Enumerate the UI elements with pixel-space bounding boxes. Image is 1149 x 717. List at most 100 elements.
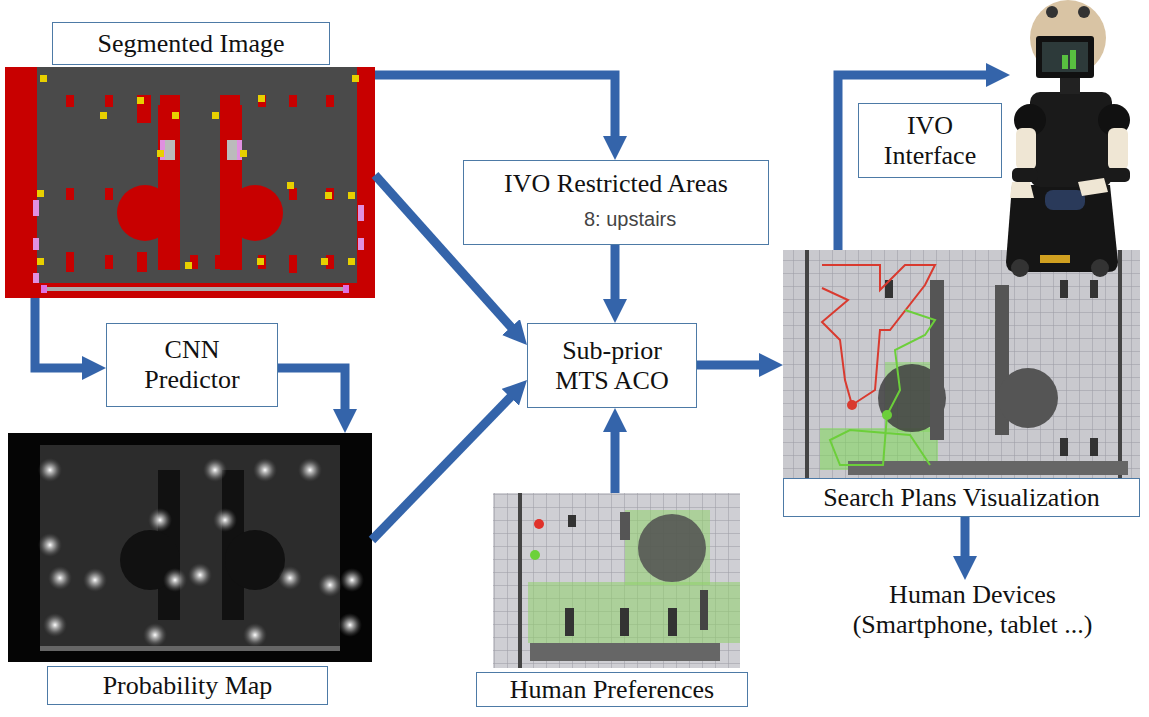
segmented-image-part-part: [348, 192, 355, 199]
robot-illustration-part: [1040, 255, 1070, 263]
probability-map-part-part: [188, 563, 212, 587]
node-label: Human Devices (Smartphone, tablet ...): [823, 580, 1123, 640]
segmented-image-part-part: [33, 273, 39, 283]
search-plans-map-part: [998, 368, 1058, 428]
flow-arrow: [611, 430, 620, 493]
segmented-image-part-part: [289, 255, 297, 273]
probability-map-part-part: [340, 568, 364, 592]
probability-map-part-part: [203, 458, 227, 482]
probability-map-part-part: [298, 458, 322, 482]
segmented-image-part-part: [258, 255, 266, 269]
search-plans-map-part: [822, 265, 935, 405]
image-panel: Segmented Image: [5, 22, 375, 298]
preferences-map-part: [493, 493, 740, 668]
segmented-image-part-part: [137, 97, 144, 104]
segmented-image-part-part: [172, 112, 179, 119]
search-plans-map-part: [1060, 280, 1068, 298]
search-plans-map-part: [805, 250, 809, 478]
robot-illustration-part: [1104, 168, 1130, 182]
robot-illustration-part: [1011, 259, 1029, 277]
probability-map-part: [120, 470, 285, 620]
segmented-image-part-part: [105, 95, 113, 107]
segmented-image-part-part: [157, 150, 164, 157]
node-label: Probability Map: [103, 671, 273, 701]
label-box: Human Preferences: [476, 672, 748, 707]
segmented-image-part-part: [185, 262, 192, 269]
segmented-image-part-part: [40, 75, 47, 82]
robot-panel: IVO Interface: [1010, 0, 1145, 270]
preferences-map-part: [620, 512, 630, 540]
process-box: Sub-prior MTS ACO: [527, 323, 697, 408]
preferences-map-part: [638, 514, 706, 582]
segmented-image-part-part: [105, 255, 113, 269]
process-box: IVO Restricted Areas8: upstairs: [463, 160, 769, 245]
segmented-image-part-part: [289, 95, 297, 107]
robot-illustration-part: [1046, 6, 1058, 18]
node-label: CNN Predictor: [127, 335, 257, 395]
search-plans-map-part: [1090, 438, 1098, 456]
probability-map-part-part: [213, 508, 237, 532]
robot-illustration-part: [1042, 42, 1088, 72]
segmented-image-part: [45, 287, 345, 291]
probability-map-part-part: [38, 458, 62, 482]
robot-illustration-part: [1030, 92, 1112, 187]
probability-map-part-part: [148, 508, 172, 532]
segmented-image-part-part: [137, 252, 147, 272]
probability-map-part: [38, 458, 364, 647]
node-label: IVO Interface: [870, 111, 990, 171]
preferences-map-part: [530, 643, 720, 661]
probability-map-part: [40, 445, 340, 650]
search-plans-map-part: [783, 250, 1140, 478]
segmented-image-part-part: [321, 258, 328, 265]
flow-arrow: [278, 368, 345, 411]
segmented-image-part-part: [212, 112, 219, 119]
preferences-map-part: [493, 493, 740, 668]
segmented-image-part-part: [227, 185, 283, 241]
search-plans-map-part: [1090, 280, 1098, 298]
robot-illustration-part: [1070, 50, 1076, 69]
search-plans-map-part: [783, 250, 1140, 478]
search-plans-map-part: [848, 461, 1128, 475]
node-label: Search Plans Visualization: [823, 483, 1100, 513]
preferences-map-part: [528, 582, 740, 643]
probability-map-part-part: [83, 568, 107, 592]
segmented-image-part-part: [358, 238, 364, 250]
probability-map-part-part: [143, 623, 167, 647]
segmented-image-part-part: [326, 95, 334, 107]
segmented-image-part-part: [352, 75, 359, 82]
preferences-map-part: [565, 608, 574, 636]
probability-map-part-part: [253, 458, 277, 482]
search-plans-map-part: [847, 400, 857, 410]
robot-illustration-part: [1016, 128, 1036, 170]
search-plans-map-part: [1060, 438, 1068, 456]
segmented-image-part-part: [258, 95, 266, 107]
flow-arrow: [961, 517, 970, 558]
flow-arrow: [375, 75, 615, 138]
segmented-image-part-part: [66, 95, 74, 107]
segmented-image-part-part: [37, 258, 44, 265]
probability-map-part-part: [243, 623, 267, 647]
segmented-image-part-part: [325, 192, 332, 199]
robot-illustration-part: [1010, 182, 1034, 198]
segmented-image-part: [165, 140, 175, 160]
segmented-image-part-part: [287, 182, 294, 189]
preferences-map-part: [568, 515, 576, 527]
preferences-map-part: [668, 608, 677, 636]
probability-map-part-part: [163, 568, 187, 592]
probability-map-part-part: [43, 613, 67, 637]
robot-illustration-part: [1108, 128, 1128, 170]
label-box: Search Plans Visualization: [783, 478, 1140, 517]
label-box: Probability Map: [47, 666, 328, 705]
segmented-image-part-part: [289, 188, 297, 200]
probability-map-part-part: [48, 566, 72, 590]
robot-illustration-part: [1036, 36, 1094, 78]
search-plans-map-part: [930, 280, 944, 440]
label-box: IVO Interface: [858, 103, 1002, 178]
node-label: Human Preferences: [510, 675, 714, 705]
segmented-image-part-part: [326, 188, 334, 200]
node-label: Segmented Image: [98, 29, 285, 59]
probability-map-part: [8, 433, 372, 662]
image-panel: Search Plans Visualization: [783, 250, 1140, 517]
segmented-image-part-part: [257, 258, 264, 265]
segmented-image-part-part: [66, 188, 74, 200]
